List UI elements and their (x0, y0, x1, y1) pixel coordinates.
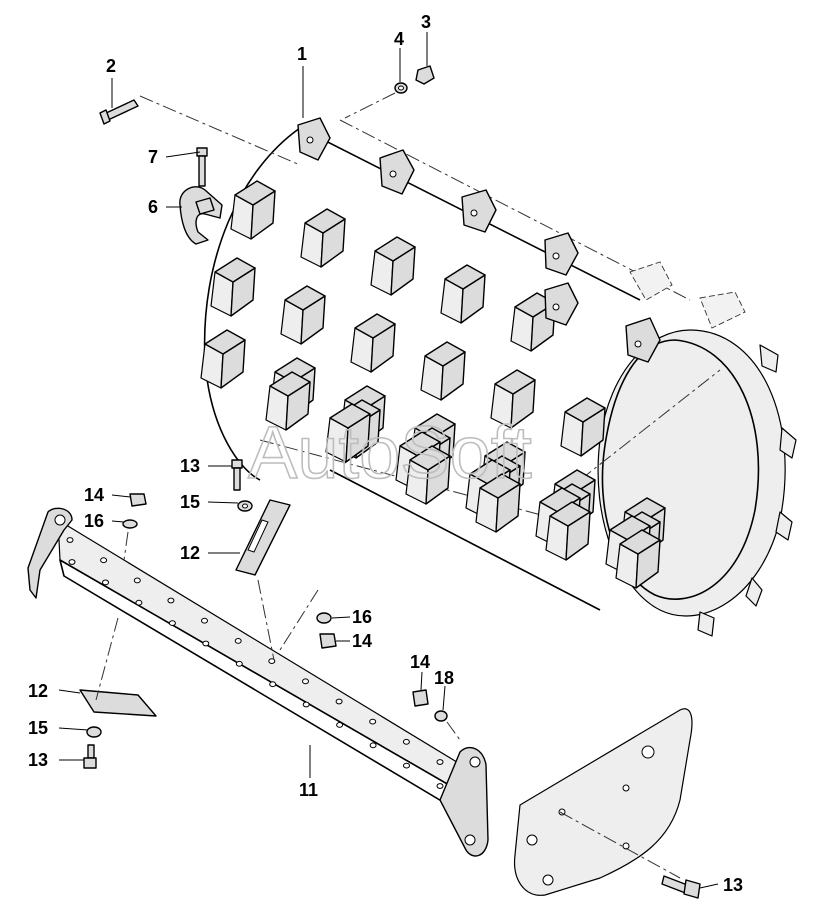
pad-segment (325, 403, 371, 463)
callout-11: 11 (299, 780, 318, 800)
callout-3: 3 (421, 12, 431, 32)
washer-item-4 (344, 82, 408, 119)
callout-16-middle: 16 (352, 607, 372, 627)
scraper-bar-item-11 (27, 507, 489, 857)
pad-segment (420, 341, 466, 401)
bar-hole (403, 762, 410, 769)
bar-hole (335, 698, 343, 705)
bar-hole (102, 579, 109, 586)
bar-hole (68, 559, 76, 565)
pad-segment (230, 180, 276, 240)
pad-segment (200, 329, 246, 389)
bar-hole (167, 597, 175, 604)
callout-13-middle: 13 (180, 456, 200, 476)
mounting-blocks (297, 117, 661, 363)
padfoot-segments (200, 180, 666, 589)
pad-segment (545, 501, 591, 561)
pad-segment (210, 257, 256, 317)
nut-item-14-right (412, 689, 429, 707)
clamp-item-6 (179, 186, 223, 245)
hidden-assembly-lines (95, 531, 461, 741)
bar-hole (369, 718, 377, 725)
nut-item-3 (415, 65, 435, 85)
callout-4: 4 (394, 29, 404, 49)
leader-lines (58, 32, 719, 889)
bolt-item-7 (196, 147, 208, 187)
bolt-item-13-endplate (661, 875, 701, 899)
bar-hole (402, 738, 410, 745)
callout-15-middle: 15 (180, 492, 200, 512)
bar-hole (336, 722, 344, 728)
bolt-item-2 (99, 95, 301, 166)
scraper-bar-holes (66, 537, 444, 789)
callout-12-middle: 12 (180, 543, 200, 563)
bar-hole (369, 742, 377, 749)
bar-hole (268, 658, 276, 664)
washer-item-15-middle (237, 500, 253, 512)
bolt-item-13-left (83, 744, 97, 769)
bar-hole (201, 617, 208, 624)
pad-segment (490, 369, 536, 429)
callout-12-left: 12 (28, 681, 48, 701)
pad-segment (280, 285, 326, 345)
callout-14-middle: 14 (352, 631, 372, 651)
bar-hole (168, 620, 176, 626)
pad-segment (300, 208, 346, 268)
callout-14-left: 14 (84, 485, 104, 505)
callout-13-left: 13 (28, 750, 48, 770)
bar-hole (66, 537, 74, 543)
bar-hole (135, 599, 143, 606)
bar-hole (100, 557, 108, 564)
callout-13-endplate: 13 (723, 875, 743, 895)
pad-segment (560, 397, 606, 457)
pad-segment (475, 473, 521, 533)
washer-item-16-middle (316, 612, 332, 624)
bar-hole (436, 759, 444, 765)
bar-hole (302, 678, 309, 685)
pad-segment (615, 529, 661, 589)
bar-hole (269, 681, 277, 688)
callout-15-left: 15 (28, 718, 48, 738)
bar-hole (133, 577, 141, 584)
callout-6: 6 (148, 197, 158, 217)
plate-item-12-middle (235, 499, 291, 576)
washer-item-15-left (86, 726, 102, 738)
callout-7: 7 (148, 147, 158, 167)
pad-segment (265, 371, 311, 431)
callout-16-left: 16 (84, 511, 104, 531)
bar-hole (302, 701, 310, 708)
callout-1: 1 (297, 44, 307, 64)
washer-item-16-left (122, 519, 138, 529)
callout-labels: 1 2 3 4 6 7 11 12 12 13 13 13 14 14 14 1… (28, 12, 743, 895)
callout-2: 2 (106, 56, 116, 76)
pad-segment (350, 313, 396, 373)
nut-item-14-left (129, 493, 147, 507)
nut-item-14-middle (319, 633, 337, 649)
pad-segment (370, 236, 416, 296)
washer-item-18 (434, 710, 448, 722)
callout-14-right: 14 (410, 652, 430, 672)
pad-segment (405, 445, 451, 505)
bolt-item-13-middle (231, 459, 243, 491)
bar-hole (235, 660, 243, 667)
bar-hole (234, 638, 242, 644)
bar-hole (202, 640, 210, 647)
callout-18: 18 (434, 668, 454, 688)
plate-item-12-left (79, 689, 157, 717)
end-plate (513, 708, 693, 896)
bar-hole (436, 783, 444, 789)
pad-segment (440, 264, 486, 324)
watermark-text: AutoSoft (248, 411, 532, 494)
